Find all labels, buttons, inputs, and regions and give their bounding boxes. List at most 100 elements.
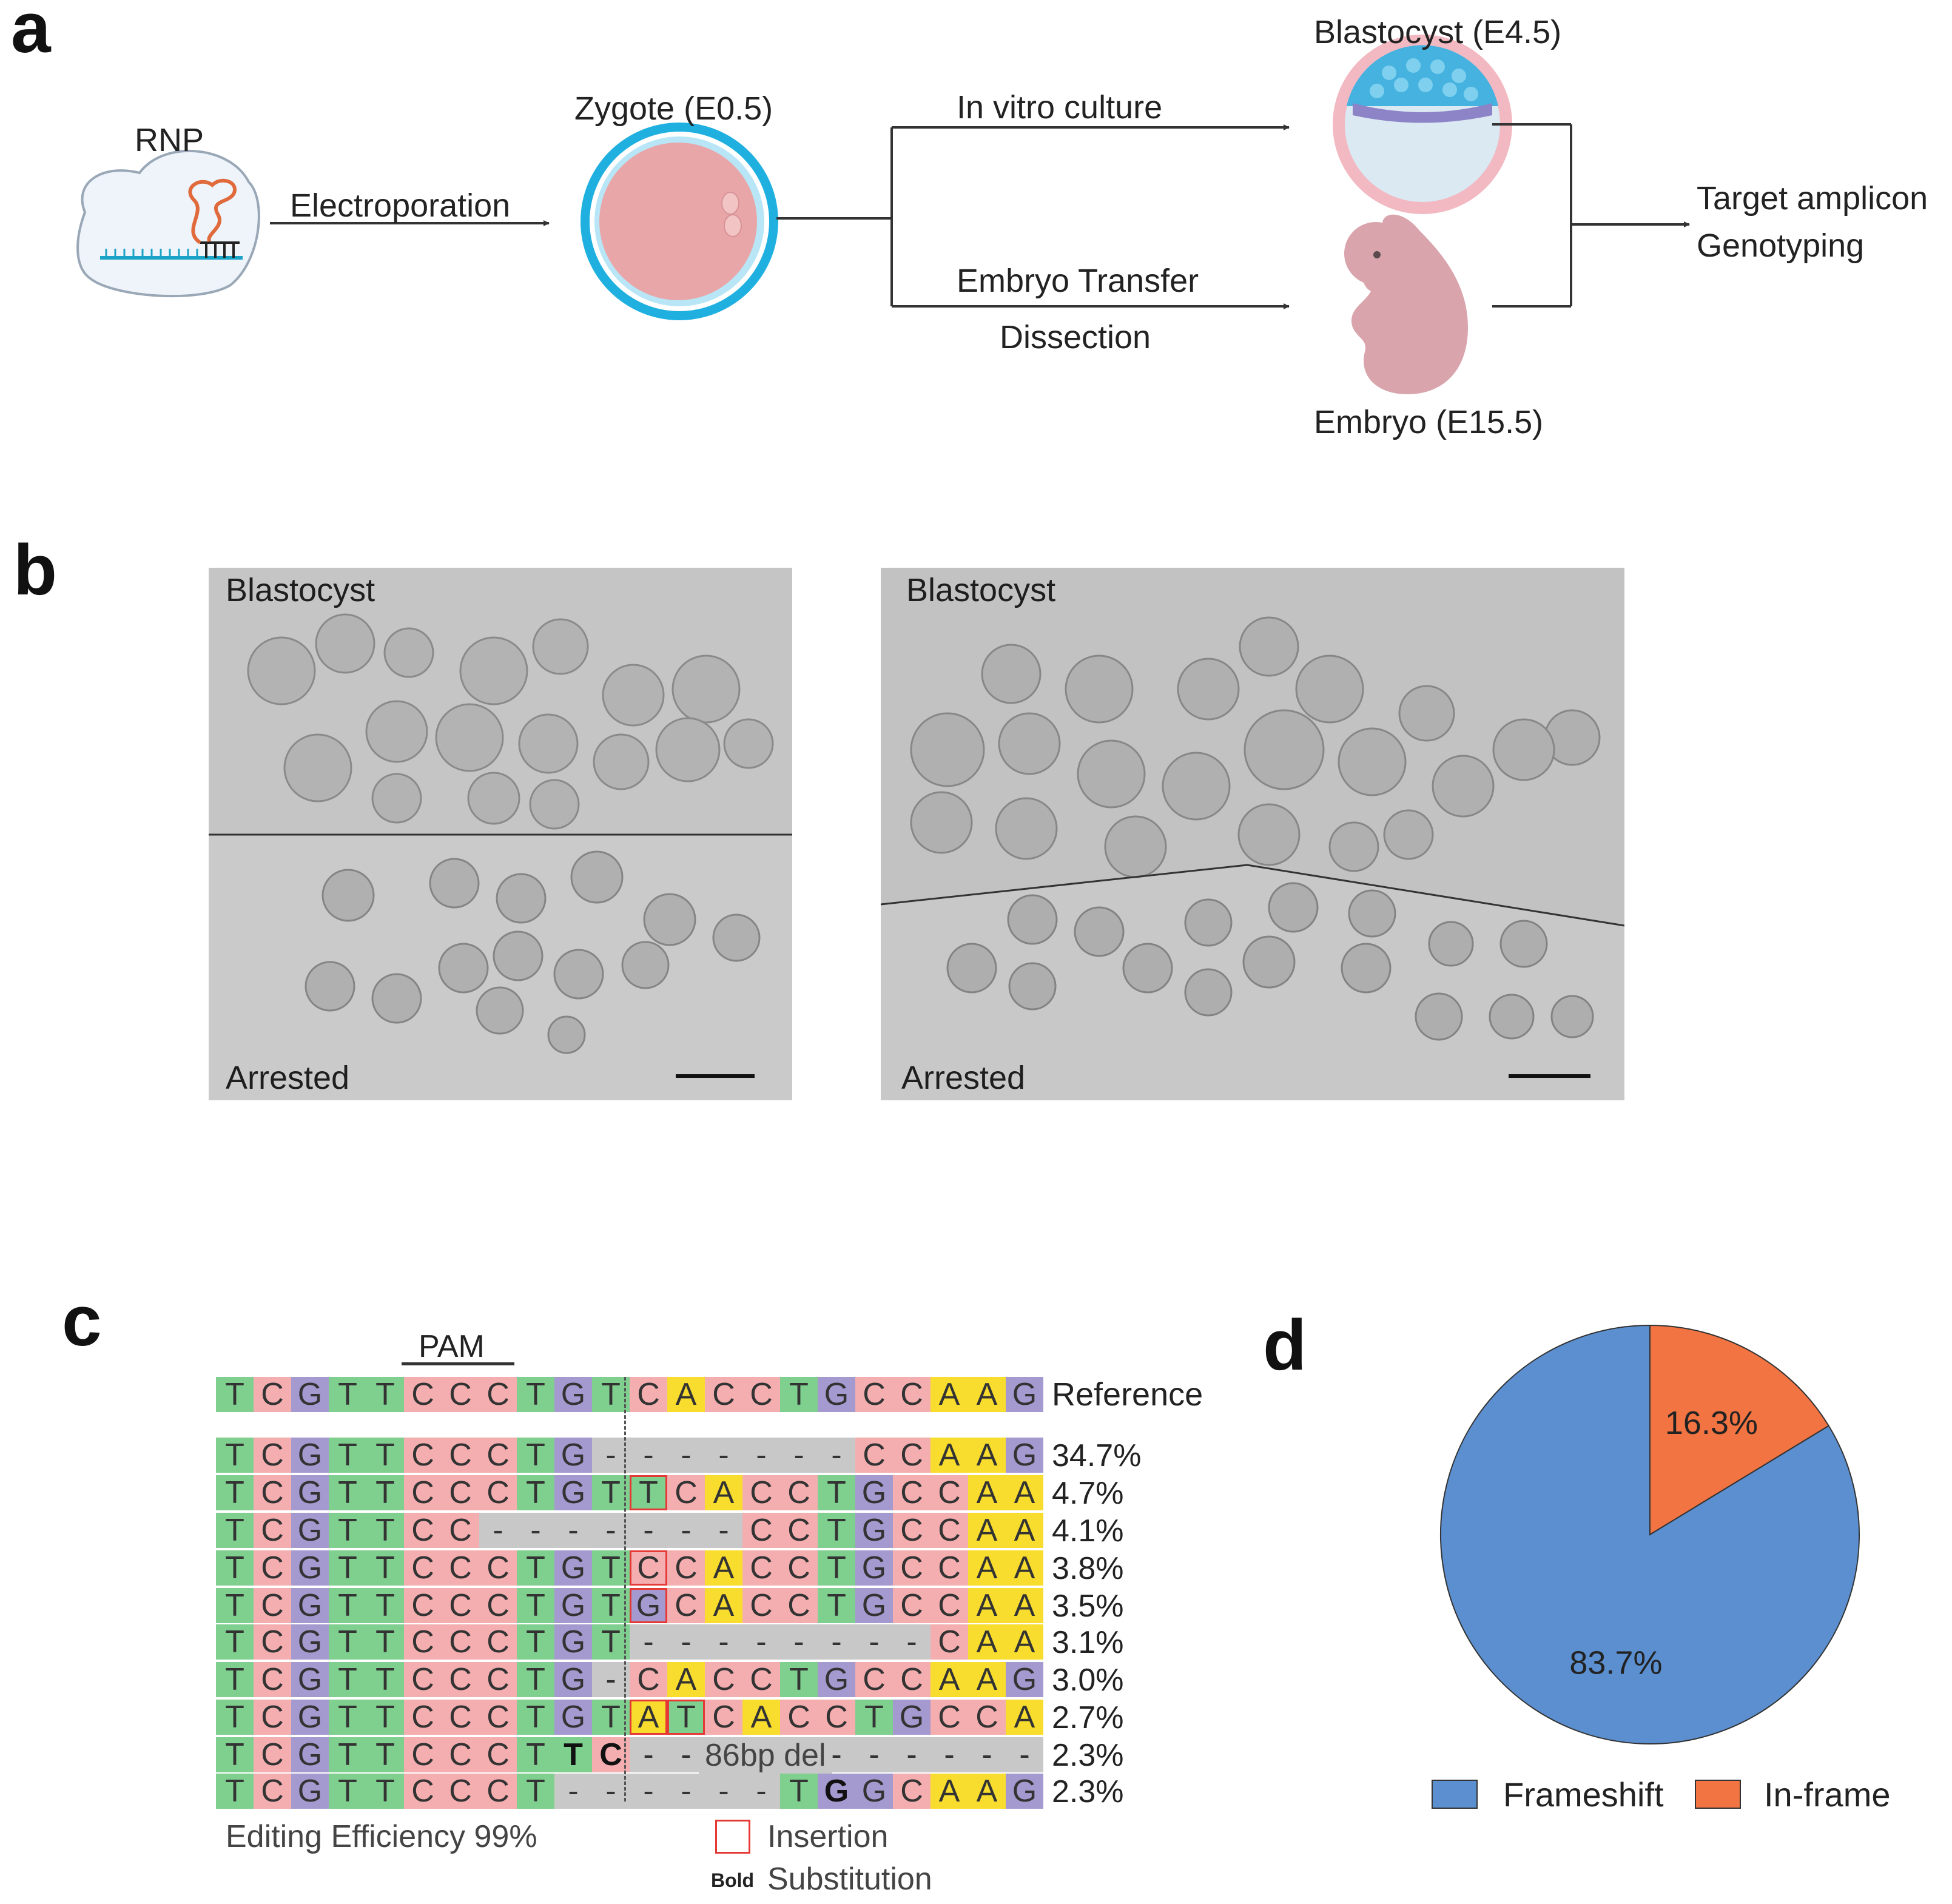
read-base: G (554, 1475, 592, 1510)
read-base: T (517, 1662, 554, 1697)
read-base: T (216, 1662, 254, 1697)
editing-efficiency: Editing Efficiency 99% (226, 1819, 537, 1854)
read-base: C (479, 1774, 517, 1809)
read-frequency: 3.1% (1052, 1625, 1124, 1660)
read-base: T (818, 1550, 855, 1586)
micrograph-left-bottom-label: Arrested (226, 1060, 350, 1096)
read-base: - (517, 1513, 554, 1548)
pie-label-frameshift: 83.7% (1569, 1645, 1662, 1681)
legend-inframe-swatch (1695, 1780, 1741, 1809)
read-base: C (442, 1588, 479, 1623)
reference-base: T (592, 1377, 630, 1412)
read-base: T (216, 1774, 254, 1809)
panel-c-letter: c (62, 1281, 102, 1361)
read-base: T (366, 1624, 404, 1660)
read-base: - (667, 1774, 705, 1809)
read-frequency: 3.5% (1052, 1589, 1124, 1624)
read-base: T (592, 1700, 630, 1735)
read-base: C (667, 1475, 705, 1510)
read-base: T (780, 1774, 818, 1809)
read-base: A (968, 1624, 1006, 1660)
read-base: C (479, 1700, 517, 1735)
read-base: C (254, 1550, 291, 1586)
legend-frameshift-label: Frameshift (1503, 1775, 1664, 1814)
pam-label: PAM (419, 1329, 485, 1364)
read-base: C (404, 1438, 442, 1473)
read-frequency: 3.0% (1052, 1663, 1124, 1698)
read-base: - (667, 1438, 705, 1473)
read-base: G (1006, 1774, 1043, 1809)
read-base: A (968, 1774, 1006, 1809)
read-base: - (855, 1737, 893, 1772)
reference-base: G (554, 1377, 592, 1412)
read-base: A (1006, 1700, 1043, 1735)
read-base: T (366, 1513, 404, 1548)
read-base: C (404, 1774, 442, 1809)
read-base: T (855, 1700, 893, 1735)
read-base: C (404, 1700, 442, 1735)
read-base: G (554, 1700, 592, 1735)
read-base: C (855, 1438, 893, 1473)
micrograph-left: Blastocyst Arrested (209, 568, 792, 1100)
read-base: T (329, 1550, 366, 1586)
rnp-icon (76, 149, 260, 298)
read-base: A (1006, 1588, 1043, 1623)
read-base: A (705, 1588, 742, 1623)
read-base: T (366, 1550, 404, 1586)
reference-base: A (931, 1377, 968, 1412)
read-base: C (780, 1513, 818, 1548)
read-base: T (366, 1438, 404, 1473)
read-frequency: 2.3% (1052, 1774, 1124, 1809)
target-amplicon-label: Target amplicon (1697, 180, 1928, 217)
reference-base: C (705, 1377, 742, 1412)
read-base: C (442, 1438, 479, 1473)
read-base: G (291, 1662, 329, 1697)
read-base: G (554, 1588, 592, 1623)
read-base: C (893, 1475, 931, 1510)
read-base: A (705, 1550, 742, 1586)
read-frequency: 4.1% (1052, 1513, 1124, 1549)
read-base: - (818, 1438, 855, 1473)
read-base: C (404, 1662, 442, 1697)
panel-a-schematic (76, 35, 1690, 394)
read-base: A (742, 1700, 780, 1735)
read-base: C (667, 1550, 705, 1586)
read-base: G (291, 1438, 329, 1473)
read-base: C (893, 1438, 931, 1473)
read-base: C (742, 1513, 780, 1548)
substitution-legend-label: Substitution (767, 1862, 932, 1897)
read-base: C (893, 1588, 931, 1623)
genotyping-label: Genotyping (1697, 227, 1865, 264)
read-base: T (329, 1588, 366, 1623)
read-base: C (742, 1475, 780, 1510)
read-base: T (366, 1662, 404, 1697)
zygote-label: Zygote (E0.5) (574, 90, 773, 127)
read-base: C (893, 1774, 931, 1809)
read-base: G (818, 1774, 855, 1809)
reference-base: C (630, 1377, 667, 1412)
read-base: C (931, 1550, 968, 1586)
embryo-label: Embryo (E15.5) (1314, 404, 1544, 440)
read-base: C (931, 1588, 968, 1623)
read-base: C (254, 1475, 291, 1510)
read-base: G (855, 1475, 893, 1510)
read-base: C (742, 1662, 780, 1697)
read-base: C (479, 1588, 517, 1623)
read-base: - (893, 1624, 931, 1660)
read-base: C (705, 1700, 742, 1735)
read-base: T (329, 1700, 366, 1735)
reference-base: C (442, 1377, 479, 1412)
cut-site-line (624, 1377, 626, 1801)
micrograph-right-top-label: Blastocyst (906, 572, 1056, 608)
read-base: T (517, 1737, 554, 1772)
reference-base: C (742, 1377, 780, 1412)
read-base: C (818, 1700, 855, 1735)
read-base: G (893, 1700, 931, 1735)
embryo-icon (1344, 214, 1468, 394)
pie-label-in-frame: 16.3% (1665, 1405, 1758, 1441)
read-base: T (216, 1624, 254, 1660)
read-base: C (855, 1662, 893, 1697)
reference-base: A (667, 1377, 705, 1412)
read-base: T (517, 1624, 554, 1660)
read-base: C (479, 1737, 517, 1772)
